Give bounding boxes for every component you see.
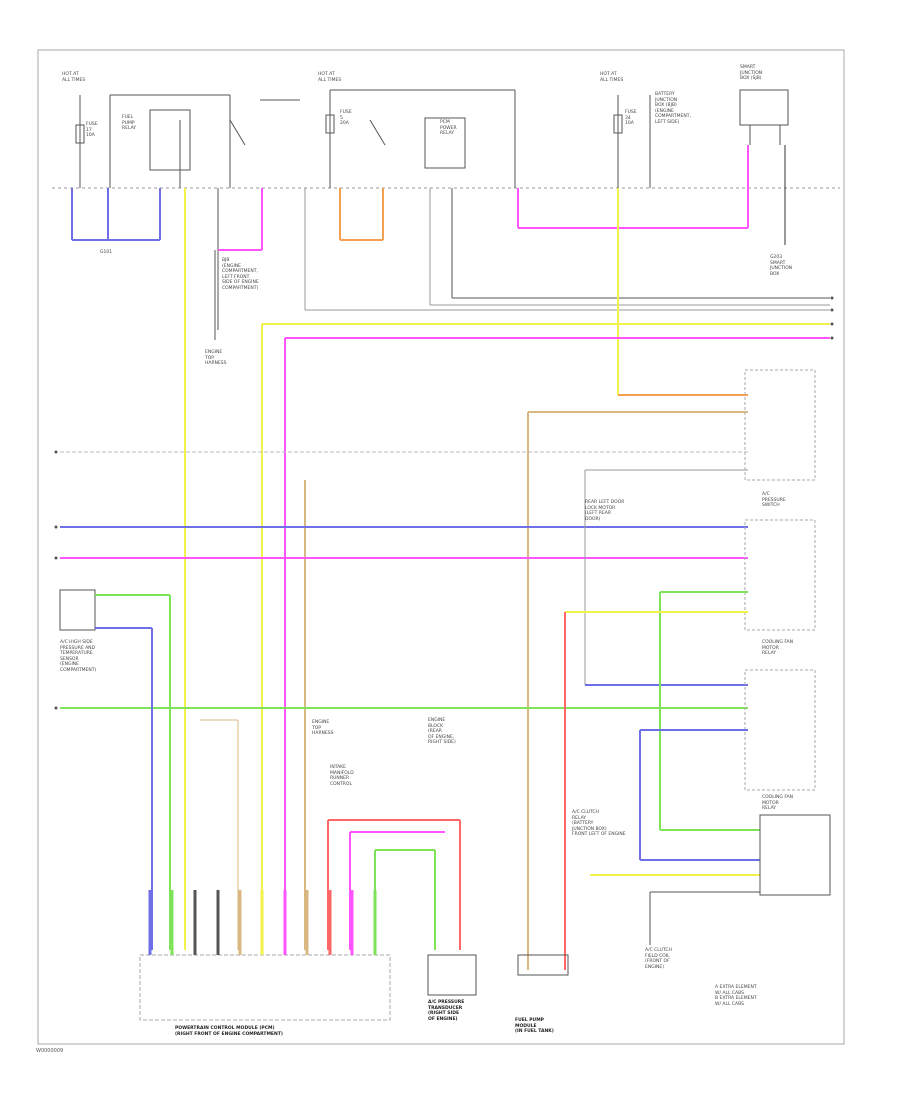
sjb-ground-label: G203 SMART JUNCTION BOX	[770, 255, 793, 277]
ac-clutch-coil-label: A/C CLUTCH FIELD COIL (FRONT OF ENGINE)	[645, 948, 672, 970]
battery-jb-label: BATTERY JUNCTION BOX (BJB) (ENGINE COMPA…	[655, 92, 691, 125]
fuel-pump-module-label: FUEL PUMP MODULE (IN FUEL TANK)	[515, 1018, 554, 1034]
engine-block-ground-label: ENGINE BLOCK (REAR OF ENGINE, RIGHT SIDE…	[428, 718, 456, 745]
fuse-group-right	[613, 89, 789, 188]
horizontal-runs	[60, 323, 830, 970]
left-sensor-label: A/C HIGH SIDE PRESSURE AND TEMPERATURE S…	[60, 640, 97, 673]
ac-pressure-transducer-label: A/C PRESSURE TRANSDUCER (RIGHT SIDE OF E…	[428, 1000, 465, 1022]
right-relays	[564, 369, 831, 970]
fuse-right-label: HOT AT ALL TIMES	[600, 72, 624, 83]
pcm-label: POWERTRAIN CONTROL MODULE (PCM) (RIGHT F…	[175, 1026, 283, 1037]
right-terminals	[54, 296, 834, 710]
fuel-pump-relay-label: FUEL PUMP RELAY	[122, 115, 137, 131]
left-sensor	[59, 250, 239, 950]
fuse-right-number: FUSE 34 10A	[625, 110, 637, 126]
fuse-left-number: FUSE 17 10A	[86, 122, 98, 138]
fuse-mid-label: HOT AT ALL TIMES	[318, 72, 342, 83]
bottom-wires	[327, 819, 461, 950]
engine-harness-label: ENGINE TOP HARNESS	[312, 720, 334, 736]
bjb-reference-label: BJB (ENGINE COMPARTMENT, LEFT FRONT SIDE…	[222, 258, 259, 291]
fuse-group-mid	[325, 89, 516, 188]
rear-door-note-label: REAR LEFT DOOR LOCK MOTOR (LEFT REAR DOO…	[585, 500, 625, 522]
middle-note-label: INTAKE MANIFOLD RUNNER CONTROL	[330, 765, 354, 787]
diagram-code: W0000009	[36, 1048, 64, 1054]
top-wires	[71, 145, 830, 950]
ground-left-label: G101	[100, 250, 113, 255]
pcm-power-relay-label: PCM POWER RELAY	[440, 120, 457, 136]
fuse-group-left	[75, 94, 300, 188]
smart-jb-label: SMART JUNCTION BOX (SJB)	[740, 65, 763, 81]
right-block-2-label: COOLING FAN MOTOR RELAY	[762, 640, 793, 656]
ac-clutch-relay-note: A/C CLUTCH RELAY (BATTERY JUNCTION BOX) …	[572, 810, 626, 837]
pcm-connector	[139, 890, 569, 1021]
right-block-1-label: A/C PRESSURE SWITCH	[762, 492, 786, 508]
fuse-mid-number: FUSE 5 20A	[340, 110, 352, 126]
legend: A EXTRA ELEMENT W/ ALL CABS B EXTRA ELEM…	[715, 985, 757, 1007]
fuse-left-label: HOT AT ALL TIMES	[62, 72, 86, 83]
engine-ground-label: ENGINE TOP HARNESS	[205, 350, 227, 366]
right-block-3-label: COOLING FAN MOTOR RELAY	[762, 795, 793, 811]
